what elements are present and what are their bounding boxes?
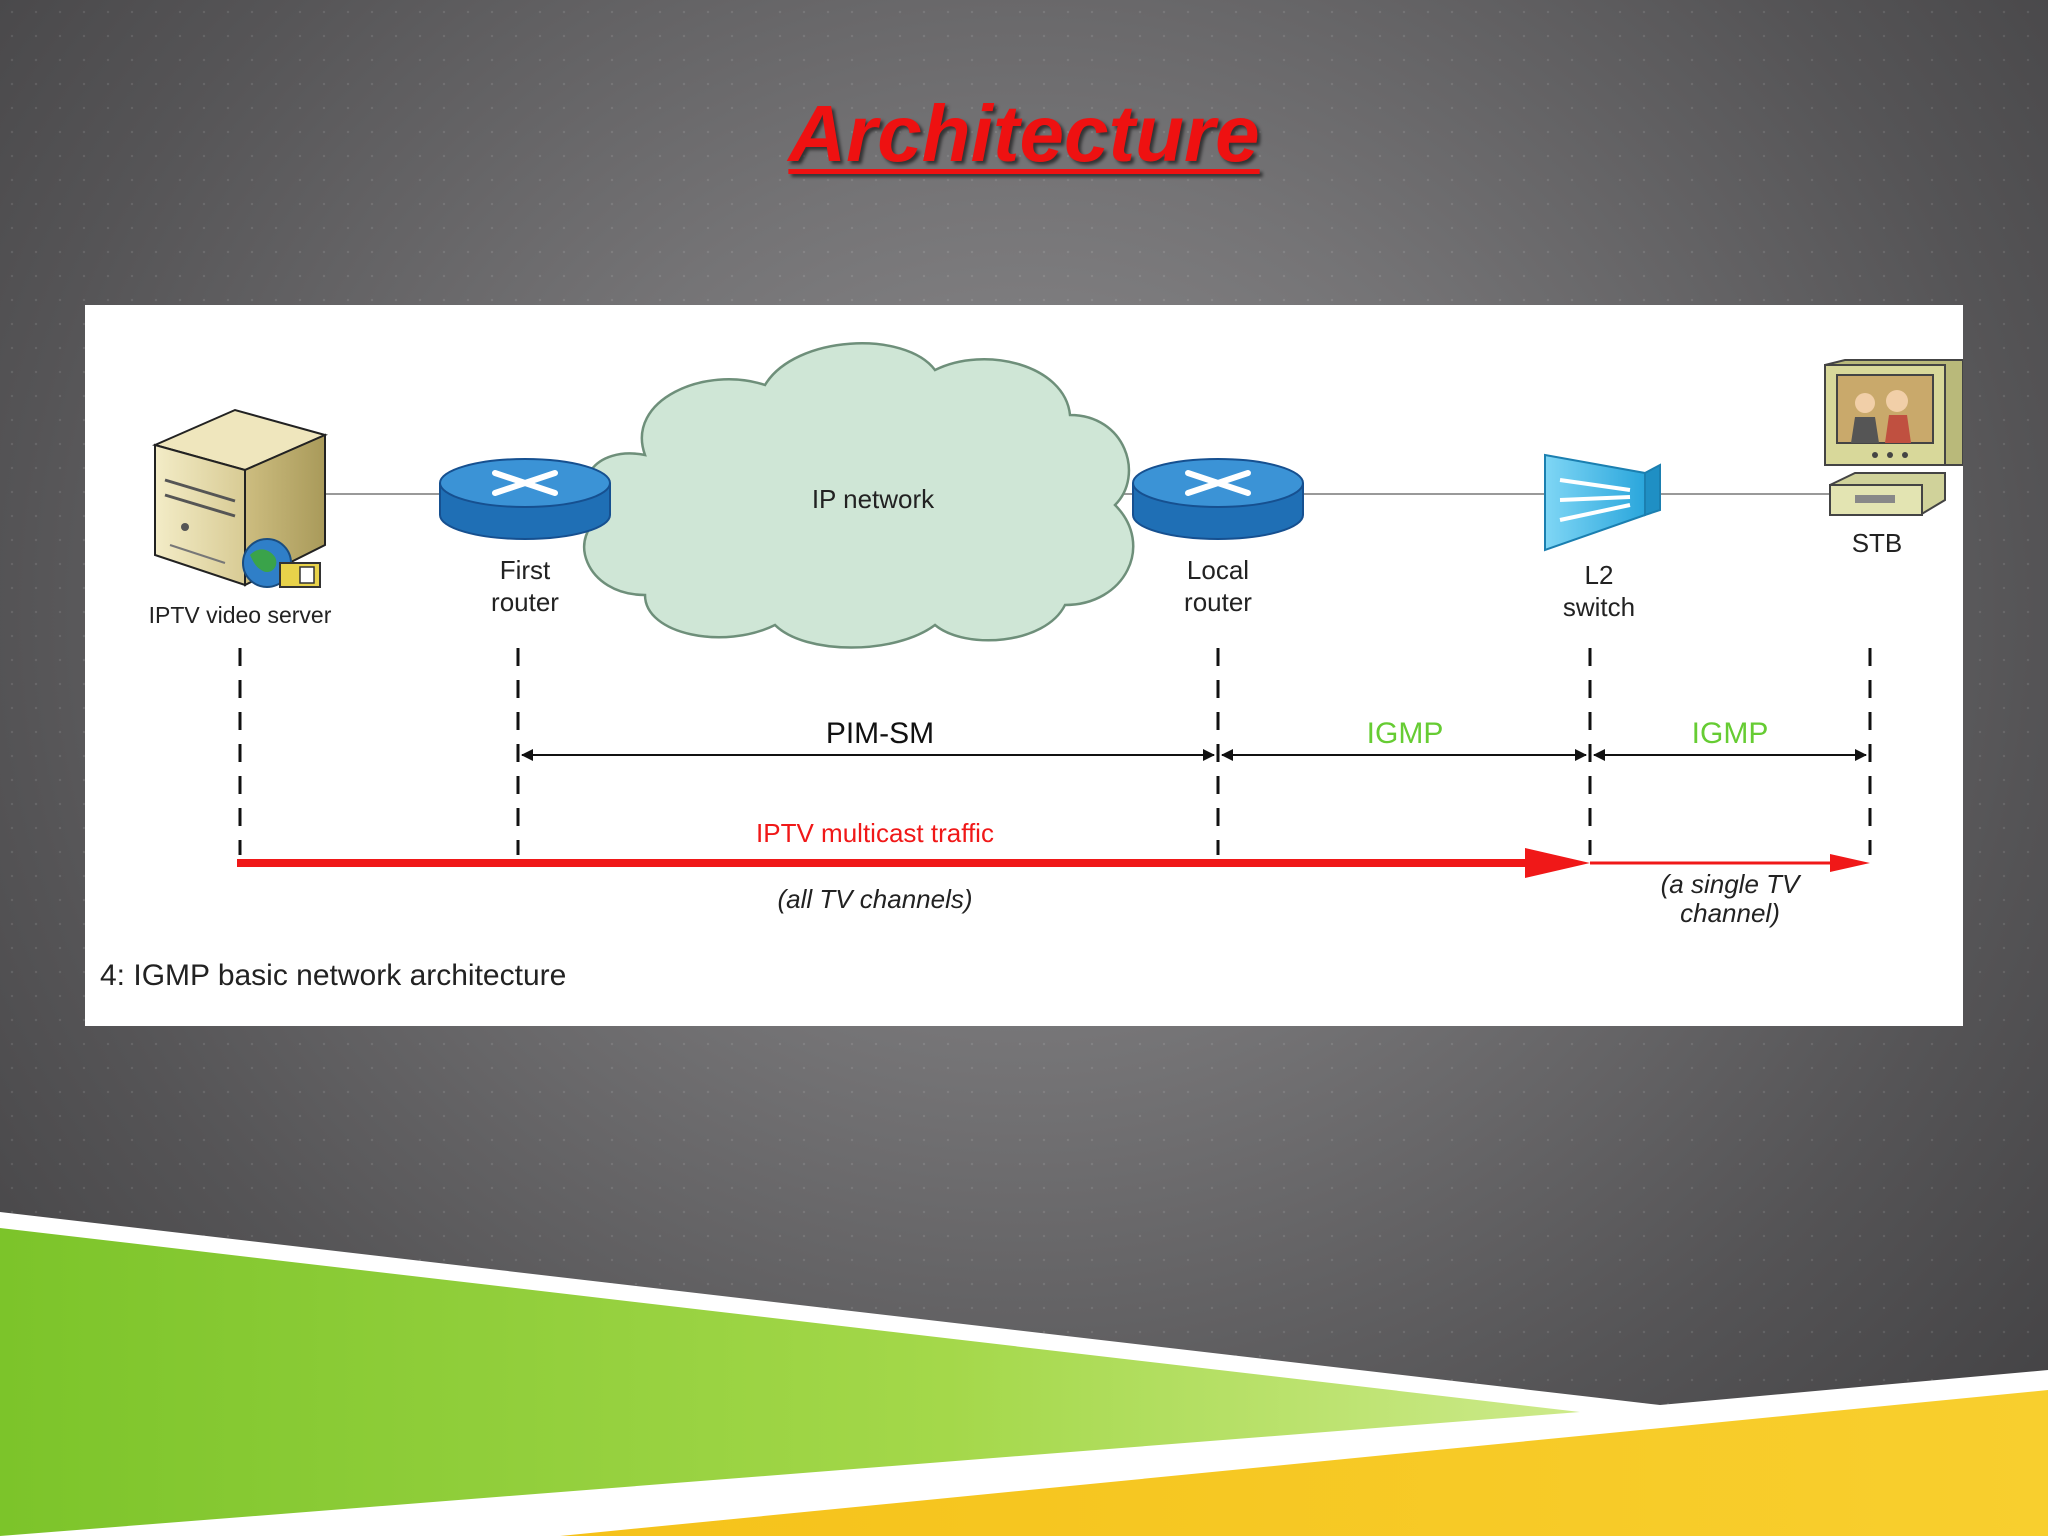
igmp-label-2: IGMP [1692, 717, 1769, 750]
local-router-label-line-2: router [1184, 587, 1252, 617]
ip-network-cloud-icon [583, 342, 1135, 649]
local-router-label-line-1: Local [1187, 555, 1249, 585]
video-server-label: IPTV video server [149, 602, 332, 628]
igmp-label-1: IGMP [1367, 717, 1444, 750]
stb-label: STB [1852, 528, 1903, 558]
all-channels-label: (all TV channels) [777, 884, 972, 914]
boundary-lines [238, 648, 1872, 855]
tv-icon [1824, 359, 1963, 466]
single-channel-label-line-1: (a single TV [1661, 869, 1802, 899]
pim-sm-label: PIM-SM [826, 717, 934, 750]
cloud-label: IP network [812, 484, 935, 514]
single-channel-arrowhead [1830, 854, 1870, 872]
network-diagram: IP network IPTV video server First route… [100, 342, 1963, 992]
switch-label-line-1: L2 [1585, 560, 1614, 590]
first-router-label-line-2: router [491, 587, 559, 617]
first-router-label-line-1: First [500, 555, 551, 585]
single-channel-label-line-2: channel) [1680, 898, 1780, 928]
slide-title: Architecture [788, 89, 1260, 178]
video-server-icon [152, 408, 328, 588]
green-swoosh [0, 1228, 1580, 1536]
figure-caption: 4: IGMP basic network architecture [100, 959, 566, 992]
first-router-icon [439, 458, 611, 540]
multicast-traffic-label: IPTV multicast traffic [756, 818, 994, 848]
diagram-panel: IP network IPTV video server First route… [85, 305, 1963, 1026]
switch-label-line-2: switch [1563, 592, 1635, 622]
stb-icon [1829, 472, 1946, 516]
multicast-traffic-arrowhead [1525, 848, 1590, 878]
yellow-swoosh [560, 1390, 2048, 1536]
local-router-icon [1132, 458, 1304, 540]
l2-switch-icon [1544, 453, 1661, 552]
